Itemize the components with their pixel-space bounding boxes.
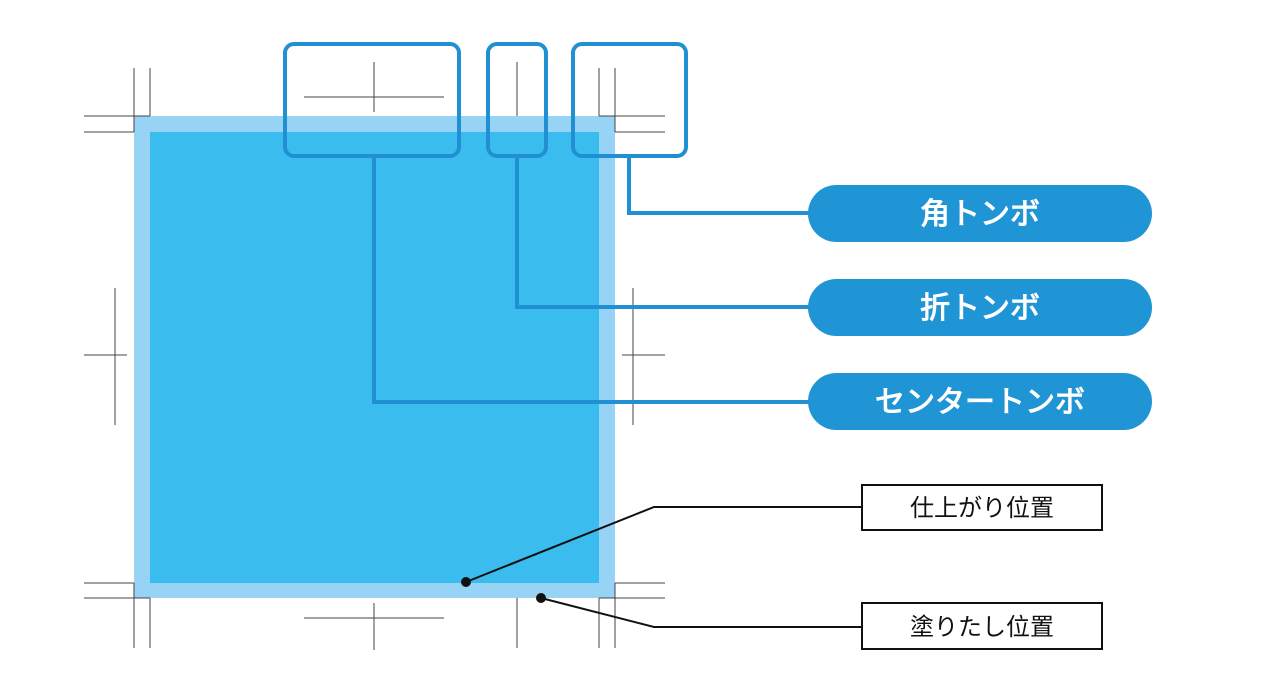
corner-trim-mark-label: 角トンボ <box>920 197 1040 232</box>
trim-position-label: 仕上がり位置 <box>910 494 1054 522</box>
trim-position-leader <box>465 506 862 583</box>
crop-mark-lines <box>84 62 665 650</box>
center-trim-mark-label: センタートンボ <box>875 385 1085 420</box>
center-mark-connector <box>372 156 812 404</box>
bleed-position-label: 塗りたし位置 <box>910 613 1054 641</box>
trim-position-box: 仕上がり位置 <box>861 484 1103 531</box>
fold-trim-mark-pill: 折トンボ <box>808 279 1152 336</box>
fold-trim-mark-label: 折トンボ <box>920 291 1040 326</box>
center-trim-mark-pill: センタートンボ <box>808 373 1152 430</box>
corner-mark-connector <box>627 156 812 215</box>
trim-point-dot-marker <box>461 577 471 587</box>
bleed-position-box: 塗りたし位置 <box>861 602 1103 650</box>
fold-mark-connector <box>515 156 812 309</box>
bleed-position-leader <box>540 597 862 628</box>
bleed-point-dot-marker <box>536 593 546 603</box>
corner-trim-mark-pill: 角トンボ <box>808 185 1152 242</box>
